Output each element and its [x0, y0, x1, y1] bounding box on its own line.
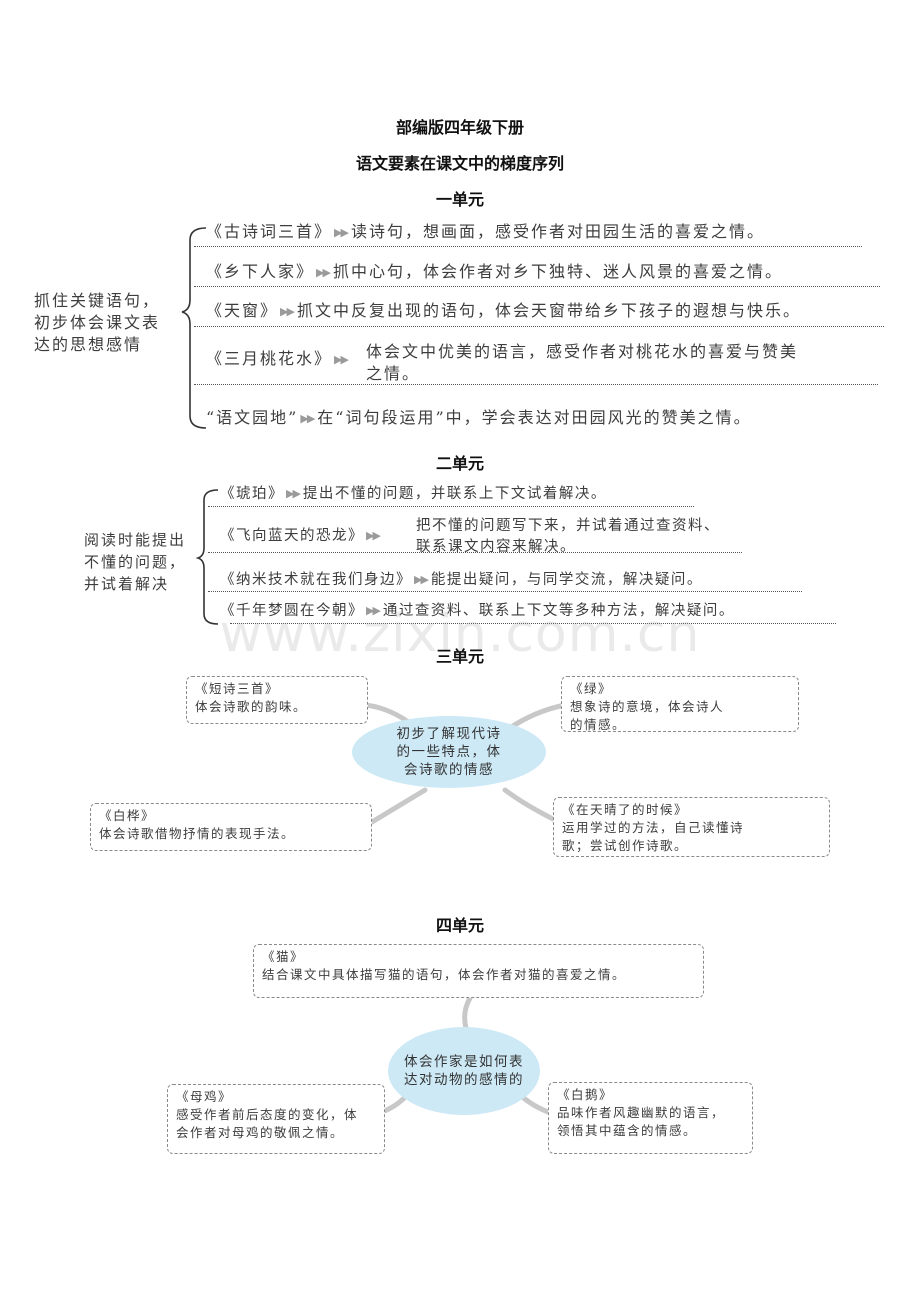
unit3-box-short-poems: 《短诗三首》 体会诗歌的韵味。: [186, 676, 368, 724]
unit2-brace: [195, 489, 219, 625]
unit3-box-sunny: 《在天晴了的时候》 运用学过的方法，自己读懂诗 歌；尝试创作诗歌。: [553, 797, 830, 857]
box-text: 会作者对母鸡的敬佩之情。: [176, 1125, 345, 1140]
unit1-row: 《古诗词三首》▶▶读诗句，想画面，感受作者对田园生活的喜爱之情。: [206, 218, 765, 242]
unit2-label-line: 不懂的问题，: [84, 553, 187, 571]
unit2-label: 阅读时能提出 不懂的问题， 并试着解决: [84, 529, 186, 595]
dotted-divider: [194, 326, 884, 327]
box-lesson: 《短诗三首》: [195, 681, 280, 696]
bubble-line: 体会作家是如何表: [404, 1054, 524, 1070]
arrow-icon: ▶▶: [366, 529, 381, 542]
unit2-row: 《纳米技术就在我们身边》▶▶能提出疑问，与同学交流，解决疑问。: [220, 568, 703, 589]
page-subtitle: 语文要素在课文中的梯度序列: [355, 154, 564, 173]
dotted-divider: [230, 623, 836, 624]
lesson-title: 《乡下人家》: [206, 262, 315, 281]
unit2-row: 《琥珀》▶▶提出不懂的问题，并联系上下文试着解决。: [220, 482, 607, 503]
lesson-title: 《琥珀》: [220, 486, 284, 502]
box-text: 领悟其中蕴含的情感。: [557, 1123, 698, 1138]
row-text: 通过查资料、联系上下文等多种方法，解决疑问。: [382, 603, 735, 619]
dotted-divider: [194, 286, 880, 287]
arrow-icon: ▶▶: [300, 412, 315, 425]
lesson-title: 《纳米技术就在我们身边》: [220, 572, 412, 588]
bubble-line: 会诗歌的情感: [404, 762, 494, 778]
page-title: 部编版四年级下册: [395, 118, 524, 137]
unit1-brace: [181, 227, 207, 429]
unit3-title: 三单元: [435, 647, 484, 666]
arrow-icon: ▶▶: [366, 604, 381, 617]
box-lesson: 《白桦》: [99, 808, 156, 823]
unit2-label-line: 并试着解决: [84, 575, 170, 593]
dotted-divider: [208, 591, 802, 592]
box-lesson: 《母鸡》: [176, 1089, 233, 1104]
arrow-icon: ▶▶: [316, 266, 331, 279]
unit3-center-bubble: 初步了解现代诗 的一些特点，体 会诗歌的情感: [352, 716, 546, 788]
unit1-row: 《三月桃花水》▶▶: [206, 345, 351, 369]
box-lesson: 《绿》: [570, 681, 613, 696]
unit3-branch-3: [369, 787, 428, 825]
lesson-title: 《三月桃花水》: [206, 349, 333, 368]
box-text: 歌；尝试创作诗歌。: [562, 838, 689, 853]
row-text: 抓中心句，体会作者对乡下独特、迷人风景的喜爱之情。: [332, 262, 783, 281]
row-text: 之情。: [366, 364, 421, 383]
unit3-box-green: 《绿》 想象诗的意境，体会诗人 的情感。: [561, 676, 799, 732]
unit3-box-birch: 《白桦》 体会诗歌借物抒情的表现手法。: [90, 803, 372, 851]
row-text: 能提出疑问，与同学交流，解决疑问。: [430, 572, 703, 588]
arrow-icon: ▶▶: [280, 305, 295, 318]
unit4-branch-1: [462, 995, 473, 1031]
arrow-icon: ▶▶: [334, 226, 349, 239]
unit1-label: 抓住关键语句， 初步体会课文表 达的思想感情: [34, 290, 160, 356]
unit3-branch-4: [502, 787, 558, 823]
unit2-label-line: 阅读时能提出: [84, 531, 187, 549]
lesson-title: 《飞向蓝天的恐龙》: [220, 528, 364, 544]
box-text: 体会诗歌借物抒情的表现手法。: [99, 826, 296, 841]
dotted-divider: [208, 506, 694, 507]
row-text: 体会文中优美的语言，感受作者对桃花水的喜爱与赞美: [366, 342, 799, 361]
box-text: 品味作者风趣幽默的语言，: [557, 1105, 726, 1120]
bubble-line: 达对动物的感情的: [404, 1072, 524, 1088]
unit4-box-goose: 《白鹅》 品味作者风趣幽默的语言， 领悟其中蕴含的情感。: [548, 1082, 753, 1154]
unit1-label-line: 达的思想感情: [34, 335, 143, 354]
lesson-title: 《千年梦圆在今朝》: [220, 603, 364, 619]
box-lesson: 《白鹅》: [557, 1087, 614, 1102]
dotted-divider: [208, 552, 742, 553]
unit2-row: 《千年梦圆在今朝》▶▶通过查资料、联系上下文等多种方法，解决疑问。: [220, 599, 735, 620]
unit4-center-bubble: 体会作家是如何表 达对动物的感情的: [388, 1027, 540, 1115]
lesson-title: “语文园地”: [206, 408, 299, 427]
unit4-box-hen: 《母鸡》 感受作者前后态度的变化，体 会作者对母鸡的敬佩之情。: [167, 1084, 385, 1154]
unit4-box-cat: 《猫》 结合课文中具体描写猫的语句，体会作者对猫的喜爱之情。: [253, 944, 704, 998]
lesson-title: 《古诗词三首》: [206, 222, 333, 241]
bubble-line: 初步了解现代诗: [396, 726, 502, 742]
unit2-title: 二单元: [435, 454, 484, 473]
unit1-row: “语文园地”▶▶在“词句段运用”中，学会表达对田园风光的赞美之情。: [206, 404, 752, 428]
box-lesson: 《在天晴了的时候》: [562, 802, 689, 817]
dotted-divider: [194, 246, 862, 247]
unit2-row: 《飞向蓝天的恐龙》▶▶: [220, 524, 383, 545]
box-text: 结合课文中具体描写猫的语句，体会作者对猫的喜爱之情。: [262, 967, 627, 982]
arrow-icon: ▶▶: [334, 353, 349, 366]
bubble-line: 的一些特点，体: [396, 744, 502, 760]
unit1-label-line: 抓住关键语句，: [34, 291, 161, 310]
box-text: 的情感。: [570, 717, 627, 732]
row-text: 在“词句段运用”中，学会表达对田园风光的赞美之情。: [317, 408, 752, 427]
row-text: 提出不懂的问题，并联系上下文试着解决。: [302, 486, 607, 502]
row-text: 读诗句，想画面，感受作者对田园生活的喜爱之情。: [350, 222, 765, 241]
arrow-icon: ▶▶: [286, 487, 301, 500]
box-text: 想象诗的意境，体会诗人: [570, 699, 725, 714]
row-text: 联系课文内容来解决。: [416, 539, 576, 555]
unit4-title: 四单元: [435, 916, 484, 935]
unit1-title: 一单元: [435, 190, 484, 209]
row-text: 把不懂的问题写下来，并试着通过查资料、: [416, 518, 720, 534]
row-text: 抓文中反复出现的语句，体会天窗带给乡下孩子的遐想与快乐。: [296, 301, 801, 320]
unit1-label-line: 初步体会课文表: [34, 313, 161, 332]
box-text: 感受作者前后态度的变化，体: [176, 1107, 359, 1122]
unit1-row: 《天窗》▶▶抓文中反复出现的语句，体会天窗带给乡下孩子的遐想与快乐。: [206, 297, 801, 321]
box-text: 运用学过的方法，自己读懂诗: [562, 820, 745, 835]
watermark: www.zixin.com.cn: [219, 604, 701, 664]
box-lesson: 《猫》: [262, 949, 305, 964]
box-text: 体会诗歌的韵味。: [195, 699, 308, 714]
dotted-divider: [194, 384, 878, 385]
unit1-row: 《乡下人家》▶▶抓中心句，体会作者对乡下独特、迷人风景的喜爱之情。: [206, 258, 783, 282]
lesson-title: 《天窗》: [206, 301, 279, 320]
arrow-icon: ▶▶: [414, 573, 429, 586]
